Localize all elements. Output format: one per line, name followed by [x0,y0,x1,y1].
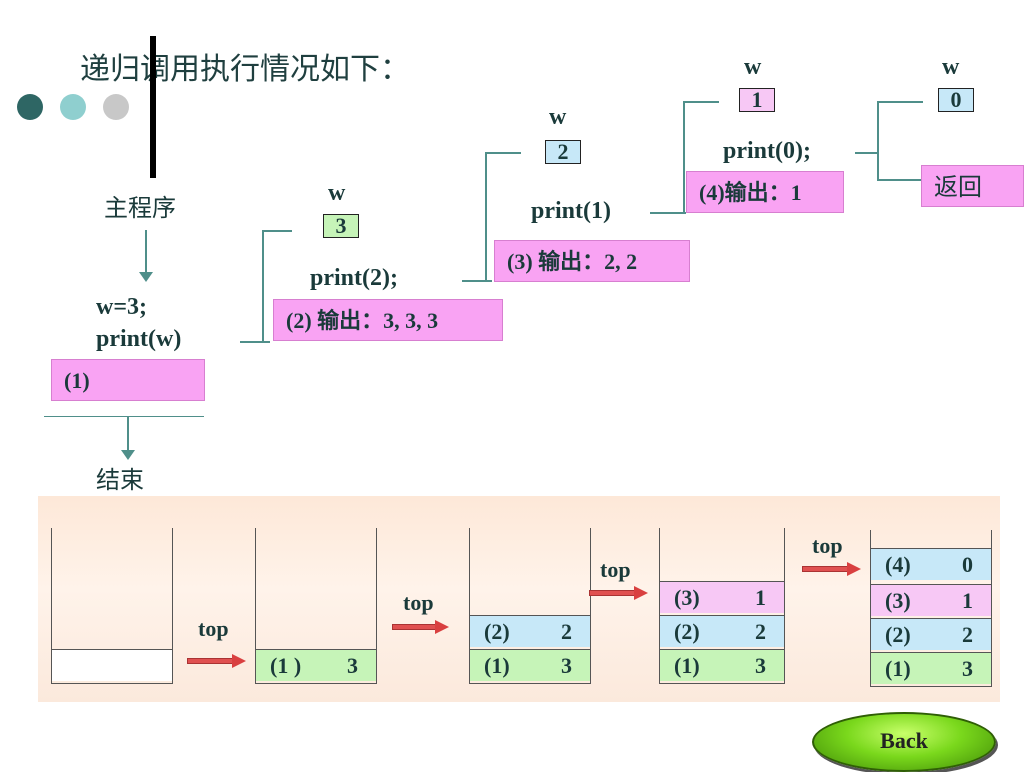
stack-2-cell-value: 3 [347,653,358,678]
top-arrow-1-icon [232,654,246,668]
stack-3-cell-value: 3 [561,653,572,678]
stack-5-cell-value: 2 [962,622,973,647]
stack-5-cell: (1) 3 [871,652,991,684]
stack-5-cell-step: (2) [885,622,911,647]
main-down-arrow-icon [139,272,153,282]
back-button[interactable]: Back [812,712,996,772]
stack-4-cell: (1) 3 [660,649,784,681]
bullet-dot-dark [17,94,43,120]
stack-3-cell-step: (2) [484,619,510,644]
stack-1 [51,528,173,684]
call2-code: print(1) [531,198,611,224]
bullet-dot-teal [60,94,86,120]
connector-call1-call2 [462,280,492,282]
stack-5-cell-step: (4) [885,552,911,577]
main-code-print: print(w) [96,326,182,352]
stack-4-cell: (2) 2 [660,615,784,647]
stack-2: (1 ) 3 [255,528,377,684]
call4-w-value: 0 [938,88,974,112]
connector-call3-call4 [855,152,879,154]
top-label-1: top [198,616,229,641]
bracket-call4-top [877,101,923,103]
call4-return-box: 返回 [921,165,1024,207]
stack-3: (2) 2 (1) 3 [469,528,591,684]
stack-5-cell-step: (1) [885,656,911,681]
top-arrow-2-icon [435,620,449,634]
call1-w-label: w [328,180,346,206]
main-step-box: (1) [51,359,205,401]
main-separator [44,416,204,417]
stack-5-cell-value: 0 [962,552,973,577]
bracket-call2-top [485,152,521,154]
top-arrow-1 [187,658,233,664]
stack-4-cell-value: 3 [755,653,766,678]
title-divider-bar [150,36,156,178]
call3-code: print(0); [723,138,811,164]
stack-3-cell-step: (1) [484,653,510,678]
stack-4-cell-step: (2) [674,619,700,644]
main-down-line [145,230,147,276]
call3-w-label: w [744,54,762,80]
call2-output-box: (3) 输出：2, 2 [494,240,690,282]
bullet-dot-gray [103,94,129,120]
call1-output-box: (2) 输出：3, 3, 3 [273,299,503,341]
bracket-call1 [262,230,264,343]
top-arrow-4 [802,566,848,572]
main-code-assign: w=3; [96,294,147,320]
stack-4-cell-step: (1) [674,653,700,678]
bracket-call4-bottom [877,179,921,181]
stack-5-cell-step: (3) [885,588,911,613]
main-program-label: 主程序 [104,194,176,222]
stack-5-cell: (4) 0 [871,548,991,580]
bracket-call1-top [262,230,292,232]
call4-w-label: w [942,54,960,80]
call3-w-value: 1 [739,88,775,112]
top-arrow-3-icon [634,586,648,600]
stack-4-cell-value: 2 [755,619,766,644]
bracket-call4 [877,101,879,181]
connector-call2-call3 [650,212,686,214]
call1-w-value: 3 [323,214,359,238]
call1-code: print(2); [310,265,398,291]
slide-title: 递归调用执行情况如下： [80,52,410,87]
call3-output-box: (4)输出：1 [686,171,844,213]
stack-5-cell-value: 3 [962,656,973,681]
stack-1-empty-cell [52,649,172,681]
call2-w-label: w [549,104,567,130]
stack-4-cell: (3) 1 [660,581,784,613]
top-label-2: top [403,590,434,615]
bracket-call3 [683,101,685,214]
call2-w-value: 2 [545,140,581,164]
end-down-line [127,417,129,453]
bracket-call2 [485,152,487,282]
stack-3-cell-value: 2 [561,619,572,644]
stack-5: (4) 0 (3) 1 (2) 2 (1) 3 [870,530,992,687]
stack-2-cell: (1 ) 3 [256,649,376,681]
top-arrow-3 [589,590,635,596]
stack-5-cell-value: 1 [962,588,973,613]
stack-4: (3) 1 (2) 2 (1) 3 [659,528,785,684]
stack-5-cell: (2) 2 [871,618,991,650]
stack-3-cell: (1) 3 [470,649,590,681]
stack-2-cell-step: (1 ) [270,653,302,678]
bracket-call3-top [683,101,719,103]
top-arrow-4-icon [847,562,861,576]
top-label-3: top [600,557,631,582]
end-label: 结束 [96,466,144,494]
stack-3-cell: (2) 2 [470,615,590,647]
top-label-4: top [812,533,843,558]
stack-4-cell-step: (3) [674,585,700,610]
end-down-arrow-icon [121,450,135,460]
connector-main-call1 [240,341,270,343]
top-arrow-2 [392,624,436,630]
stack-5-cell: (3) 1 [871,584,991,616]
stack-4-cell-value: 1 [755,585,766,610]
